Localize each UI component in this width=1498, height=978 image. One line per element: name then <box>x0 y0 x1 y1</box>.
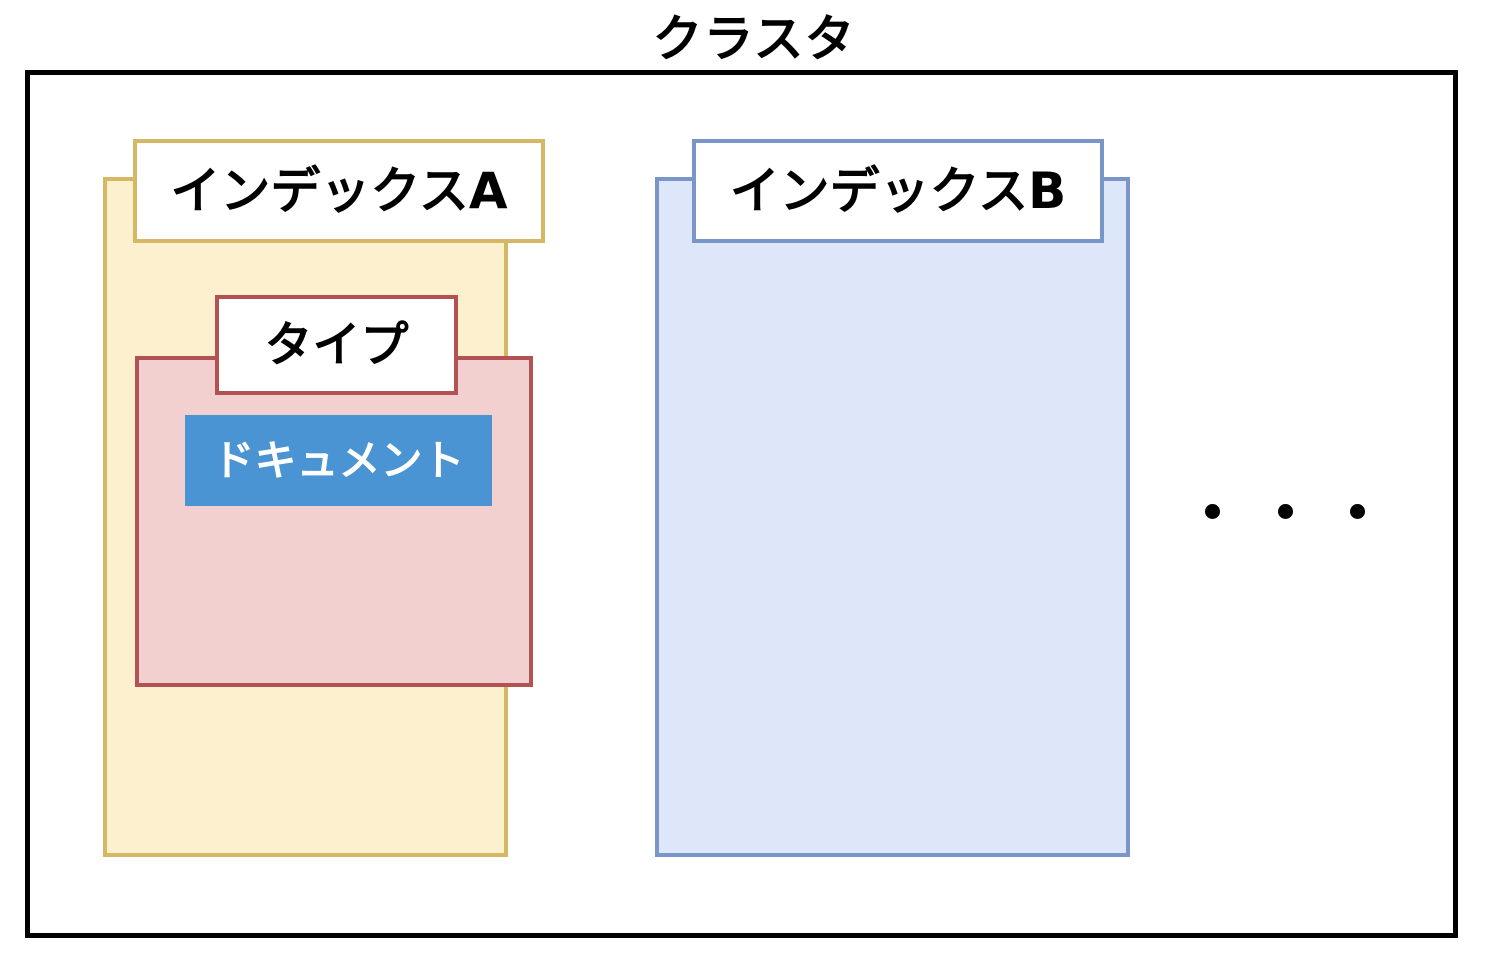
index-b-box <box>655 177 1130 857</box>
ellipsis-dot-3 <box>1350 503 1365 519</box>
type-box <box>135 356 533 687</box>
ellipsis-more-indexes <box>1205 503 1365 519</box>
ellipsis-dot-1 <box>1205 503 1220 519</box>
cluster-title: クラスタ <box>594 8 914 70</box>
index-a-label: インデックスA <box>133 139 545 243</box>
type-label: タイプ <box>215 295 458 395</box>
ellipsis-dot-2 <box>1277 503 1293 519</box>
index-b-label: インデックスB <box>692 139 1104 243</box>
cluster-frame <box>25 70 1458 938</box>
document-box: ドキュメント <box>185 415 492 506</box>
